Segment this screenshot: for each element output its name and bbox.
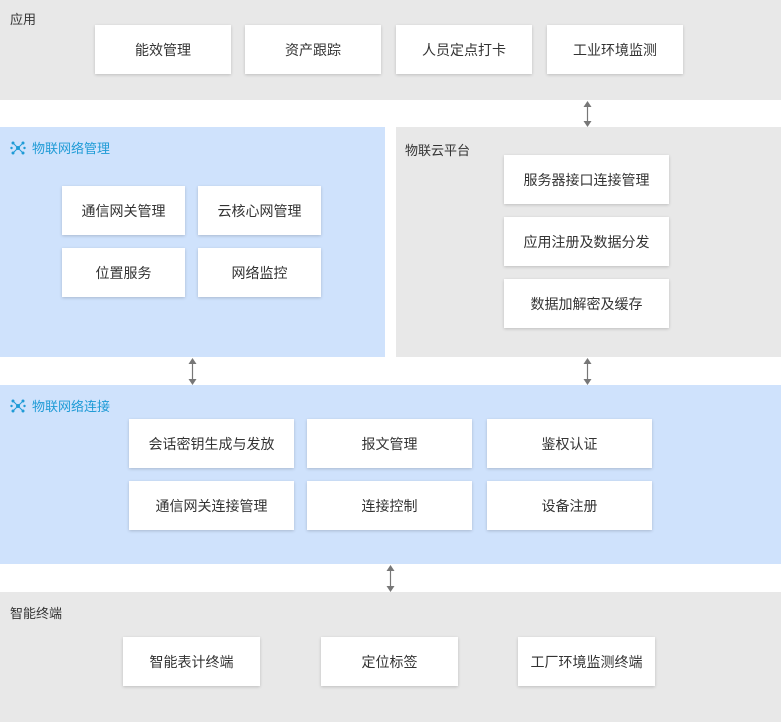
application-layer: 应用 能效管理 资产跟踪 人员定点打卡 工业环境监测 bbox=[0, 0, 781, 100]
connection-control: 连接控制 bbox=[307, 481, 472, 530]
app-energy-management: 能效管理 bbox=[95, 25, 231, 74]
application-layer-title: 应用 bbox=[10, 13, 37, 28]
factory-environment-monitoring-terminal: 工厂环境监测终端 bbox=[518, 637, 655, 686]
comm-gateway-management: 通信网关管理 bbox=[62, 186, 185, 235]
iot-network-management-title: 物联网络管理 bbox=[10, 138, 110, 157]
network-monitoring: 网络监控 bbox=[198, 248, 321, 297]
device-registration: 设备注册 bbox=[487, 481, 652, 530]
authentication: 鉴权认证 bbox=[487, 419, 652, 468]
session-key-generation: 会话密钥生成与发放 bbox=[129, 419, 294, 468]
network-nodes-icon bbox=[10, 141, 26, 154]
iot-cloud-platform-title: 物联云平台 bbox=[405, 144, 471, 159]
iot-network-connection-title: 物联网络连接 bbox=[10, 396, 110, 415]
network-nodes-icon bbox=[10, 399, 26, 412]
data-encryption-cache: 数据加解密及缓存 bbox=[504, 279, 669, 328]
iot-network-connection-layer: 物联网络连接 会话密钥生成与发放 报文管理 鉴权认证 通信网关连接管理 连接控制… bbox=[0, 385, 781, 564]
bidirectional-arrow-icon bbox=[583, 358, 592, 385]
bidirectional-arrow-icon bbox=[583, 101, 592, 127]
comm-gateway-connection-management: 通信网关连接管理 bbox=[129, 481, 294, 530]
cloud-core-network-management: 云核心网管理 bbox=[198, 186, 321, 235]
bidirectional-arrow-icon bbox=[386, 565, 395, 592]
app-registration-data-distribution: 应用注册及数据分发 bbox=[504, 217, 669, 266]
app-industrial-monitoring: 工业环境监测 bbox=[547, 25, 683, 74]
location-service: 位置服务 bbox=[62, 248, 185, 297]
iot-network-management-layer: 物联网络管理 通信网关管理 云核心网管理 位置服务 网络监控 bbox=[0, 127, 385, 357]
bidirectional-arrow-icon bbox=[188, 358, 197, 385]
iot-cloud-platform-layer: 物联云平台 服务器接口连接管理 应用注册及数据分发 数据加解密及缓存 bbox=[396, 127, 781, 357]
smart-terminal-title: 智能终端 bbox=[10, 607, 63, 622]
message-management: 报文管理 bbox=[307, 419, 472, 468]
smart-terminal-layer: 智能终端 智能表计终端 定位标签 工厂环境监测终端 bbox=[0, 592, 781, 722]
smart-meter-terminal: 智能表计终端 bbox=[123, 637, 260, 686]
app-staff-checkin: 人员定点打卡 bbox=[396, 25, 532, 74]
iot-network-connection-label: 物联网络连接 bbox=[32, 400, 111, 415]
iot-network-management-label: 物联网络管理 bbox=[32, 142, 111, 157]
app-asset-tracking: 资产跟踪 bbox=[245, 25, 381, 74]
positioning-tag: 定位标签 bbox=[321, 637, 458, 686]
server-interface-connection-management: 服务器接口连接管理 bbox=[504, 155, 669, 204]
